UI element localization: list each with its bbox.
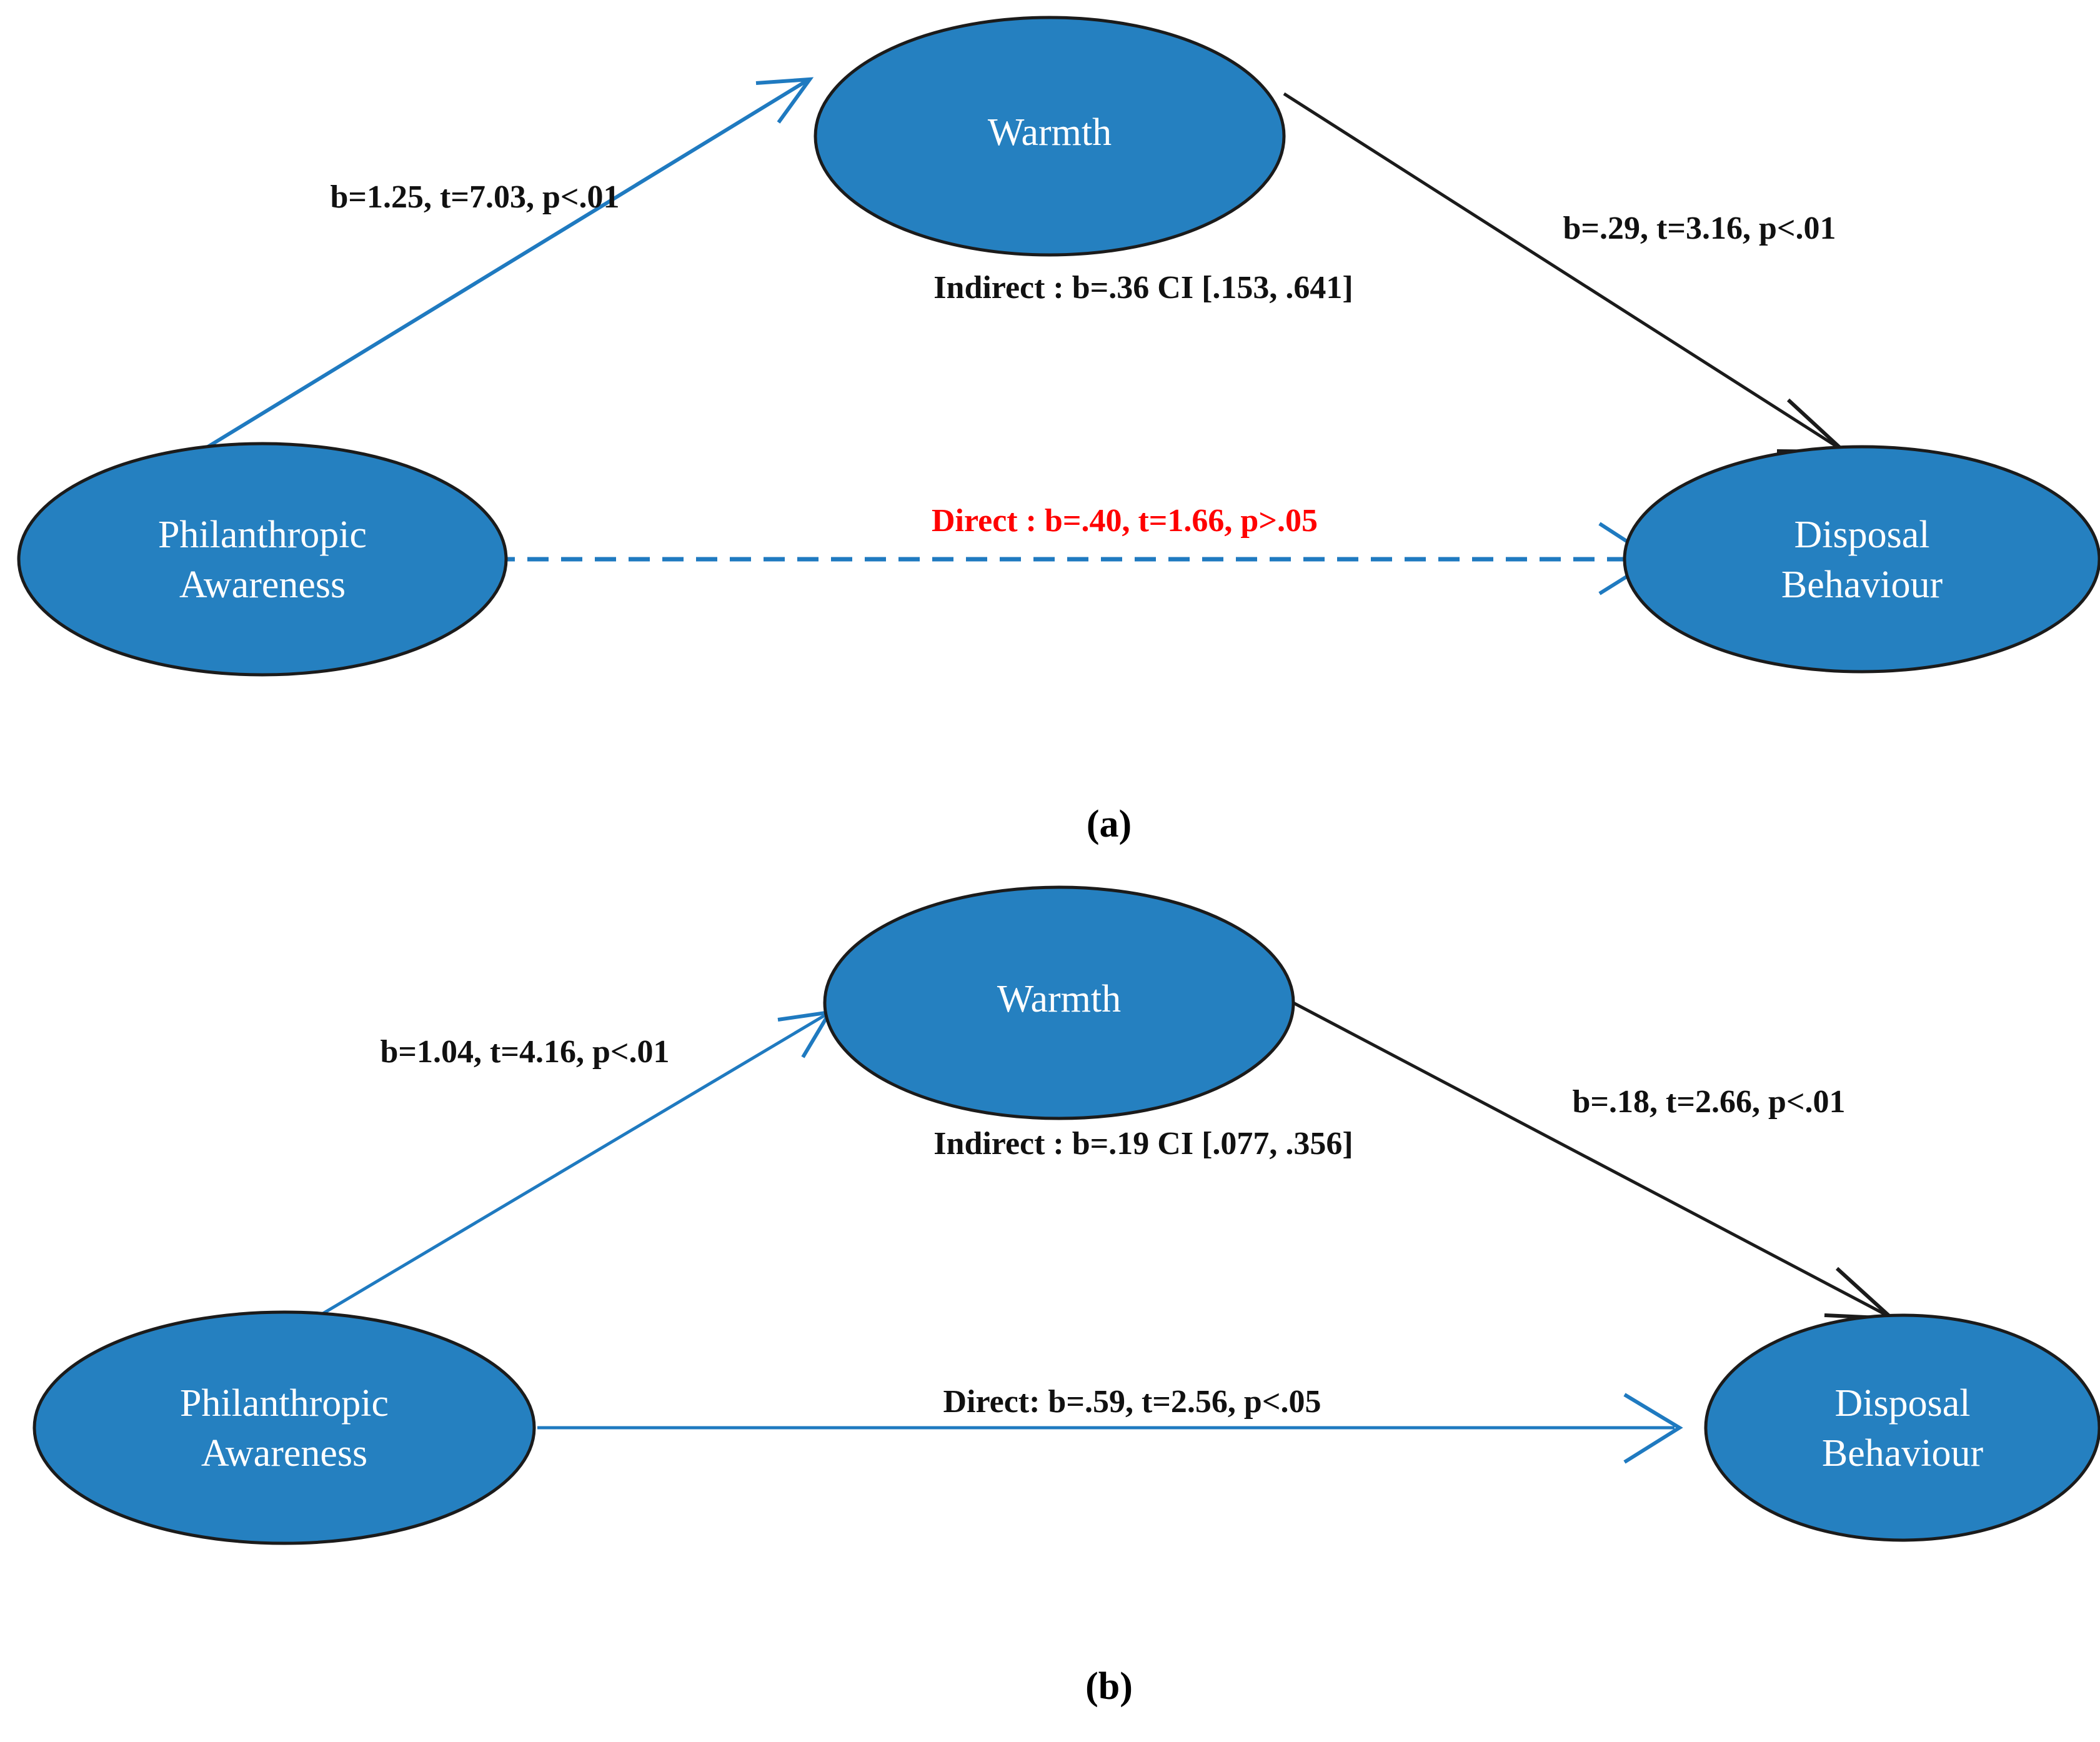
- panel-a-outcome-label-line1: Disposal: [1794, 514, 1930, 556]
- panel-b-node-disposal-behaviour[interactable]: Disposal Behaviour: [1704, 1313, 2100, 1542]
- panel-a-direct-label: Direct : b=.40, t=1.66, p>.05: [932, 503, 1318, 539]
- panel-a-mediator-label: Warmth: [988, 111, 1112, 154]
- panel-a: Philanthropic Awareness Warmth Disposal …: [17, 16, 2100, 845]
- panel-b: Philanthropic Awareness Warmth Disposal …: [32, 885, 2100, 1708]
- panel-a-node-philanthropic-awareness[interactable]: Philanthropic Awareness: [17, 442, 508, 677]
- panel-b-node-warmth[interactable]: Warmth: [823, 885, 1295, 1120]
- panel-a-edge-b-path: [1283, 92, 1849, 454]
- panel-b-indirect-label: Indirect : b=.19 CI [.077, .356]: [933, 1126, 1353, 1162]
- panel-b-predictor-label-line1: Philanthropic: [180, 1382, 389, 1425]
- panel-b-outcome-label-line2: Behaviour: [1822, 1432, 1984, 1475]
- panel-a-node-warmth[interactable]: Warmth: [814, 16, 1286, 257]
- panel-a-predictor-label-line2: Awareness: [179, 564, 346, 606]
- panel-a-edge-a-path: [186, 77, 814, 461]
- panel-a-a-path-label: b=1.25, t=7.03, p<.01: [330, 179, 619, 215]
- panel-a-b-path-label: b=.29, t=3.16, p<.01: [1563, 211, 1836, 246]
- panel-b-predictor-label-line2: Awareness: [201, 1432, 367, 1475]
- panel-b-edge-direct: [537, 1393, 1683, 1464]
- panel-b-direct-label: Direct: b=.59, t=2.56, p<.05: [943, 1384, 1321, 1420]
- panel-b-mediator-label: Warmth: [997, 978, 1121, 1020]
- panel-a-caption: (a): [1087, 803, 1132, 845]
- panel-b-b-path-label: b=.18, t=2.66, p<.01: [1572, 1084, 1845, 1120]
- panel-b-a-path-label: b=1.04, t=4.16, p<.01: [380, 1034, 669, 1070]
- panel-a-predictor-label-line1: Philanthropic: [158, 514, 367, 556]
- panel-a-indirect-label: Indirect : b=.36 CI [.153, .641]: [933, 270, 1353, 306]
- panel-b-edge-b-path: [1292, 1001, 1898, 1321]
- panel-a-outcome-label-line2: Behaviour: [1781, 564, 1943, 606]
- panel-b-caption: (b): [1085, 1665, 1133, 1708]
- panel-b-outcome-label-line1: Disposal: [1835, 1382, 1971, 1425]
- panel-a-node-disposal-behaviour[interactable]: Disposal Behaviour: [1623, 445, 2100, 674]
- panel-b-node-philanthropic-awareness[interactable]: Philanthropic Awareness: [32, 1310, 536, 1545]
